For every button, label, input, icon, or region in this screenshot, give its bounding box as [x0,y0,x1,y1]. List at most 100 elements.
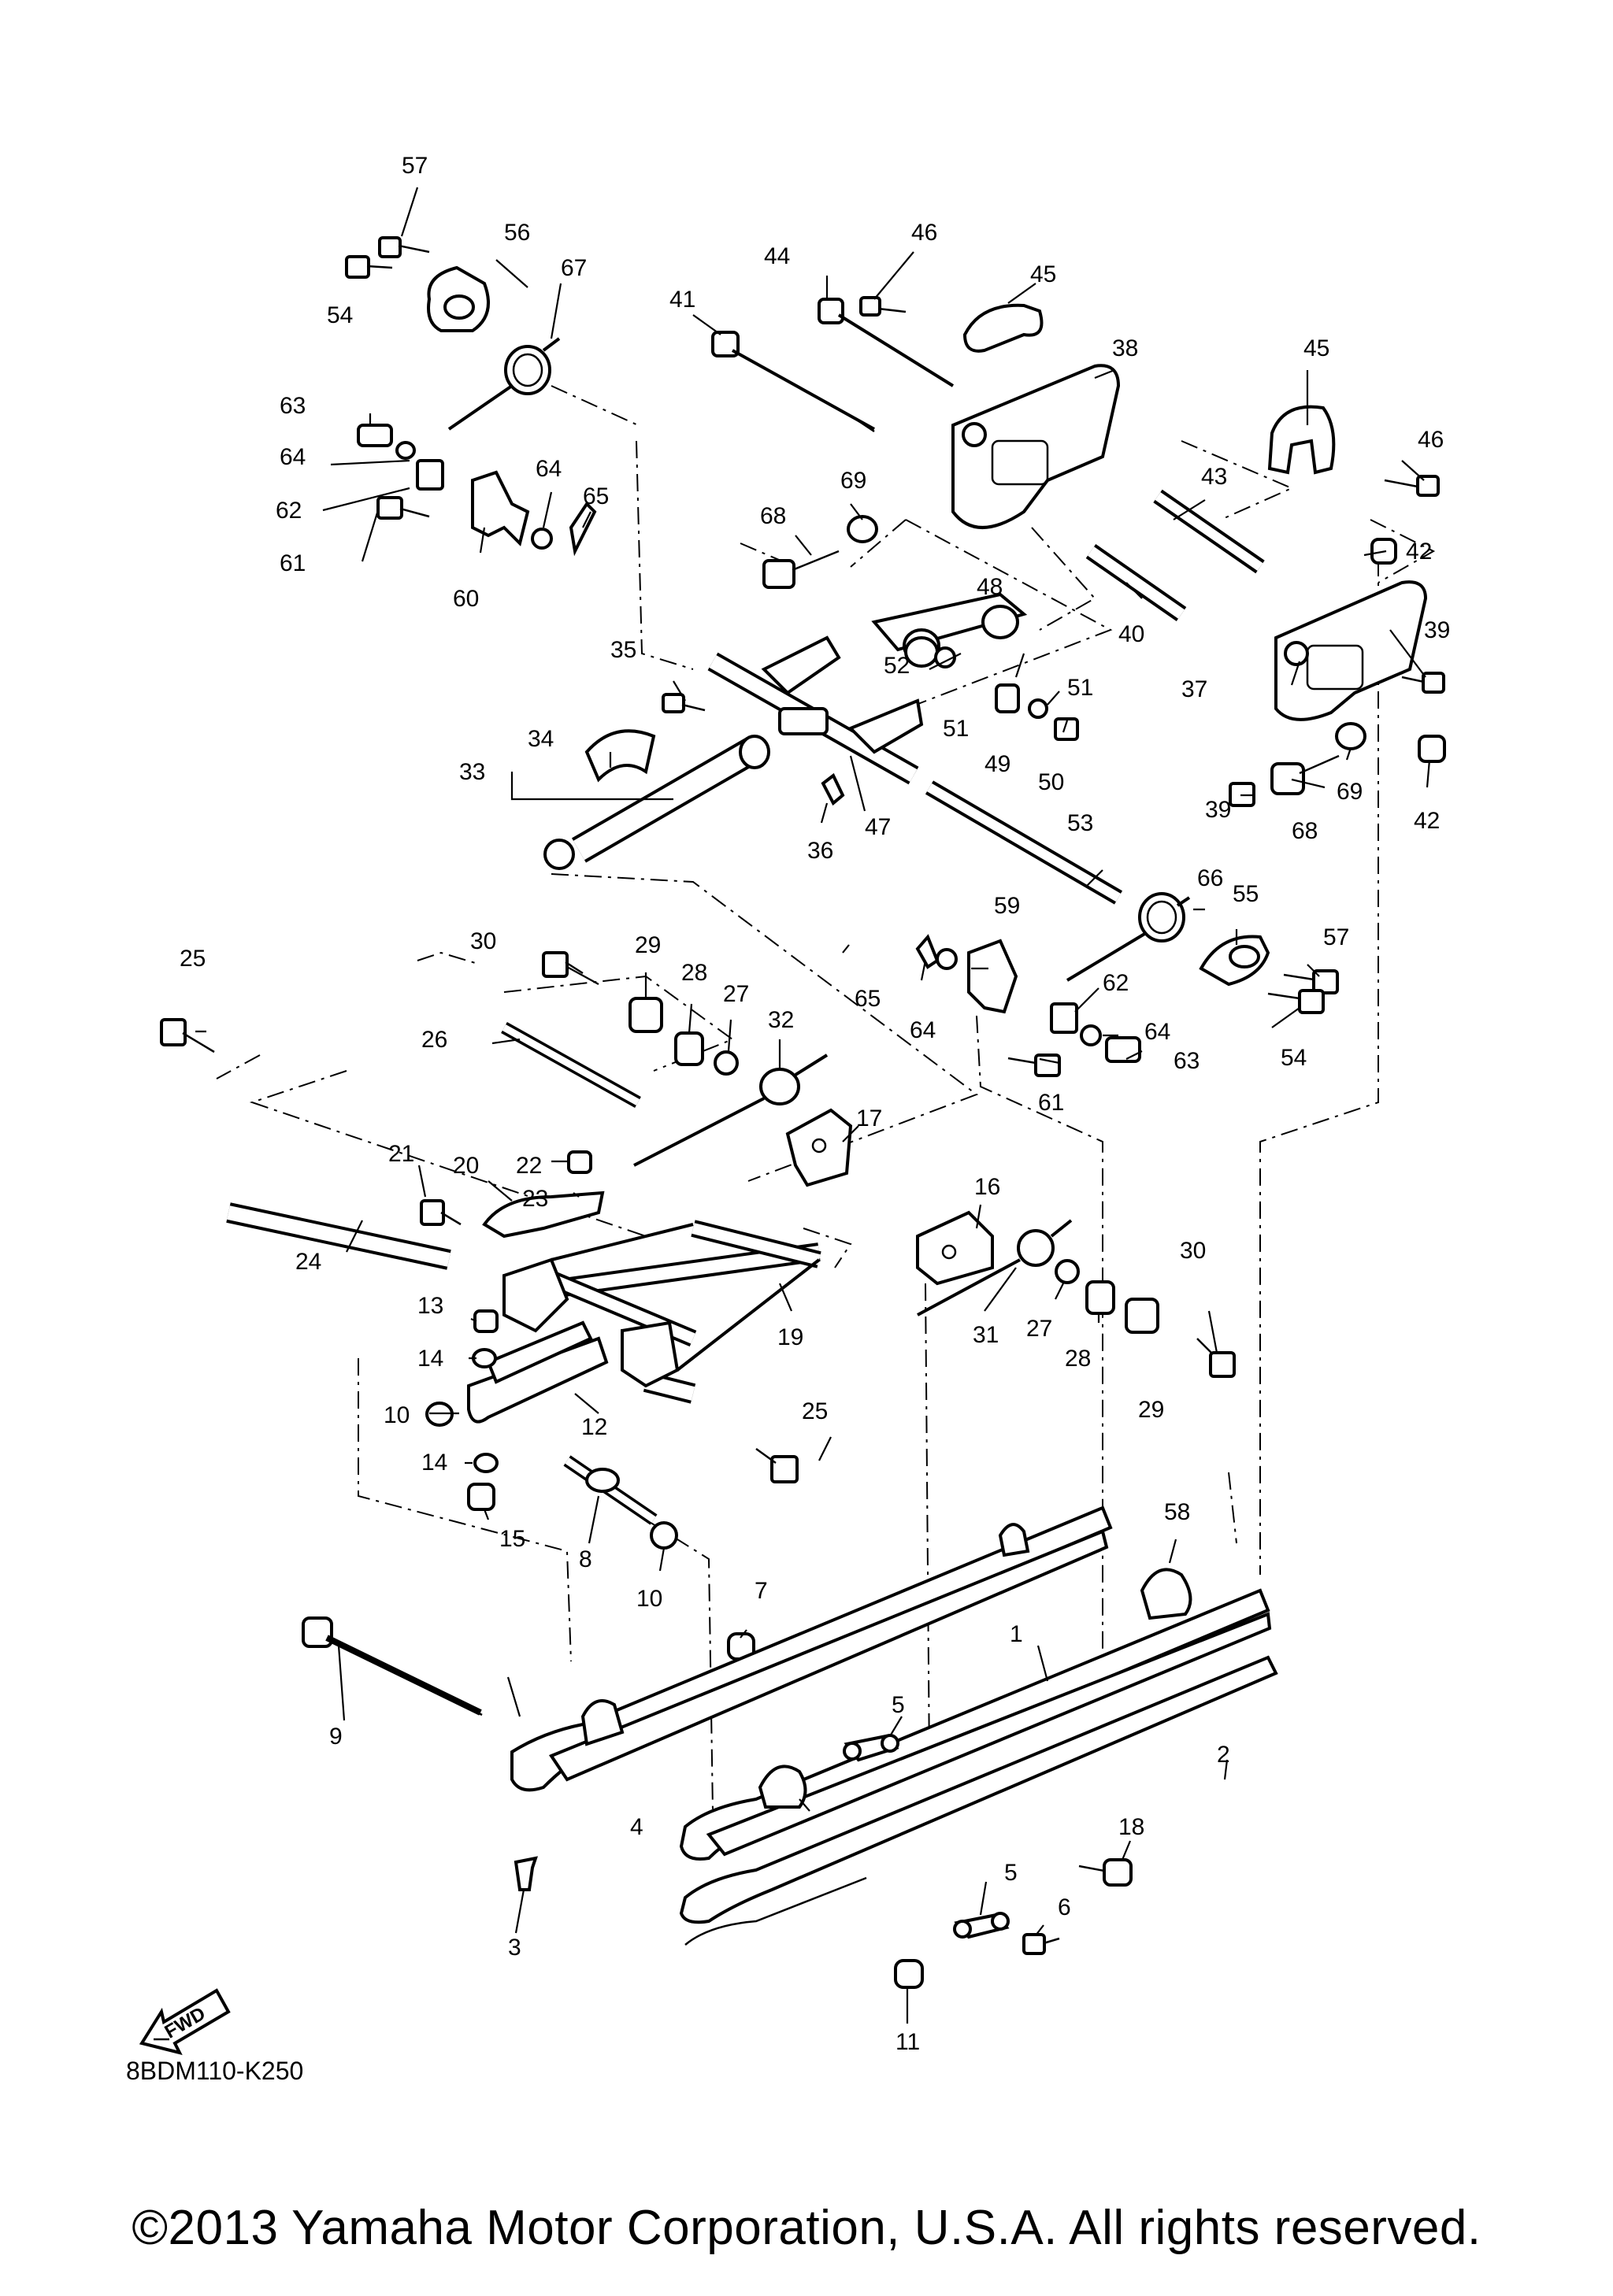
part-frame-19 [502,1220,821,1404]
part-bolt-54 [345,255,393,279]
part-collar-52 [904,636,939,668]
part-plate-20 [482,1191,605,1239]
callout-45b: 45 [1303,335,1329,361]
callout-44: 44 [764,243,790,269]
callout-57b: 57 [1323,924,1349,950]
callout-27a: 27 [723,981,749,1007]
part-bolt-13 [473,1309,499,1333]
callout-64d: 64 [910,1017,936,1043]
callout-22: 22 [516,1153,542,1179]
exploded-parts-diagram: 1 2 3 4 5 5 6 7 8 9 10 10 11 12 13 14 14… [139,153,1450,2055]
callout-31: 31 [973,1322,999,1348]
callout-20: 20 [453,1153,479,1179]
callout-65a: 65 [583,483,609,509]
callout-43: 43 [1201,464,1227,490]
part-bolt-46a [859,296,907,317]
part-bolt-68a [762,550,840,589]
part-bolt-22 [567,1150,592,1174]
callout-40: 40 [1118,621,1144,647]
callout-30b: 30 [1180,1238,1206,1264]
part-bolt-18 [1078,1858,1133,1887]
part-shaft-40 [1085,543,1187,622]
part-rail-2 [679,1655,1278,1946]
callout-64b: 64 [536,456,562,482]
part-bracket-60 [471,470,530,546]
callout-55: 55 [1233,881,1259,907]
callout-3: 3 [508,1935,521,1961]
callout-8: 8 [579,1546,592,1572]
part-bolt-50 [1054,717,1079,741]
callout-41: 41 [669,287,695,313]
part-shaft-24 [226,1202,451,1270]
callout-4: 4 [630,1814,643,1840]
callout-62a: 62 [276,498,302,524]
copyright-notice: ©2013 Yamaha Motor Corporation, U.S.A. A… [132,2201,1481,2255]
part-bolt-21 [420,1199,462,1226]
callout-32: 32 [768,1007,794,1033]
callout-25a: 25 [180,946,206,972]
part-collar-28a [674,1031,704,1066]
part-plate-38 [951,364,1121,529]
part-link-5a [843,1734,899,1762]
callout-37: 37 [1181,676,1207,702]
part-collar-49 [995,683,1020,713]
callout-60: 60 [453,586,479,612]
callout-67: 67 [561,255,587,281]
callout-35: 35 [610,637,636,663]
callout-13: 13 [417,1293,443,1319]
callout-51a: 51 [943,716,969,742]
callout-11: 11 [895,2029,920,2055]
callout-69b: 69 [1337,779,1363,805]
callout-61a: 61 [280,550,306,576]
part-bolt-30b [1196,1338,1236,1378]
callout-42a: 42 [1406,539,1432,565]
part-shaft-8 [563,1455,658,1525]
callout-24: 24 [295,1249,321,1275]
part-spring-67 [447,337,561,431]
callout-19: 19 [777,1324,803,1350]
callout-47: 47 [865,814,891,840]
callout-36: 36 [807,838,833,864]
part-nut-42b [1418,735,1446,763]
part-bolt-57 [378,236,430,258]
callout-10b: 10 [636,1586,662,1612]
callout-38: 38 [1112,335,1138,361]
part-bolt-46b [1384,475,1440,497]
part-nut-11 [894,1959,924,1989]
part-collar-10b [650,1521,678,1550]
callout-1: 1 [1010,1621,1023,1647]
callout-25b: 25 [802,1398,828,1424]
callout-23: 23 [522,1186,548,1212]
part-bolt-41 [711,331,875,433]
callout-46a: 46 [911,220,937,246]
callout-26: 26 [421,1027,447,1053]
callout-59: 59 [994,893,1020,919]
part-bolt-30a [542,951,584,978]
callout-54a: 54 [327,302,353,328]
callout-48: 48 [977,574,1003,600]
callout-numbers: 1 2 3 4 5 5 6 7 8 9 10 10 11 12 13 14 14… [180,153,1450,2055]
part-pin-65b [915,934,940,969]
callout-29a: 29 [635,932,661,958]
part-spring-32 [633,1054,829,1167]
callout-18: 18 [1118,1814,1144,1840]
callout-54b: 54 [1281,1045,1307,1071]
part-washer-27b [1055,1259,1080,1284]
part-shock-33 [543,735,770,870]
part-bracket-17 [785,1108,853,1187]
callout-16: 16 [974,1174,1000,1200]
part-washer-64d [1080,1024,1102,1046]
part-spring-31 [917,1219,1073,1316]
callout-5a: 5 [892,1692,905,1718]
callout-14a: 14 [417,1346,443,1372]
callout-63a: 63 [280,393,306,419]
callout-17: 17 [856,1105,882,1131]
leader-lines [195,187,1431,2024]
callout-56: 56 [504,220,530,246]
callout-15: 15 [499,1526,525,1552]
callout-57a: 57 [402,153,428,179]
part-bolt-61 [376,496,430,520]
callout-39a: 39 [1424,617,1450,643]
part-bolt-25b [755,1447,799,1483]
part-shaft-53 [925,780,1123,905]
